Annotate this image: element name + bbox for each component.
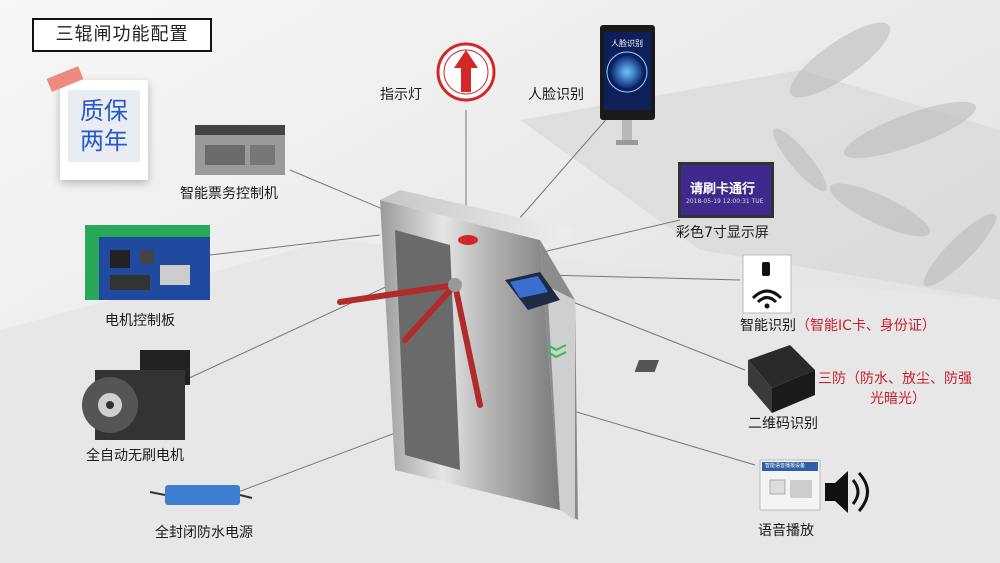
display-screen-text: 请刷卡通行 bbox=[690, 182, 756, 197]
page-title: 三辊闸功能配置 bbox=[32, 18, 212, 52]
color-display bbox=[678, 162, 774, 218]
warranty-text: 质保 两年 bbox=[68, 90, 140, 162]
label-three-proof-1: 三防（防水、放尘、防强 bbox=[818, 371, 972, 387]
voice-box-label: 智能语音播报设备 bbox=[765, 463, 806, 469]
label-motor: 全自动无刷电机 bbox=[86, 448, 184, 464]
speaker-icon bbox=[825, 471, 869, 513]
face-terminal bbox=[600, 25, 655, 145]
smart-id-note: （智能IC卡、身份证） bbox=[796, 318, 936, 334]
label-color-display: 彩色7寸显示屏 bbox=[676, 225, 769, 241]
smart-id-reader bbox=[742, 254, 792, 314]
warranty-note: 质保 两年 bbox=[60, 80, 148, 180]
label-indicator: 指示灯 bbox=[380, 87, 422, 103]
qr-reader bbox=[634, 345, 815, 413]
power-supply bbox=[149, 485, 253, 505]
label-qr-reader: 二维码识别 bbox=[748, 416, 818, 432]
label-three-proof-2: 光暗光） bbox=[870, 391, 926, 407]
label-power-supply: 全封闭防水电源 bbox=[155, 525, 253, 541]
motor-control-board bbox=[85, 225, 210, 300]
voice-module bbox=[759, 459, 821, 511]
indicator-icon bbox=[436, 42, 496, 102]
smart-id-text: 智能识别 bbox=[740, 318, 796, 334]
indicator-light-dot bbox=[458, 235, 478, 245]
face-screen-text: 人脸识别 bbox=[611, 39, 643, 48]
brushless-motor bbox=[82, 350, 190, 440]
label-smart-id: 智能识别（智能IC卡、身份证） bbox=[740, 315, 936, 335]
leader-lines bbox=[184, 110, 756, 496]
display-screen-date: 2018-05-19 12:00:31 TUE bbox=[686, 198, 764, 205]
leaf-shadow bbox=[773, 22, 997, 287]
ticket-controller bbox=[195, 125, 285, 175]
label-ticket-controller: 智能票务控制机 bbox=[180, 186, 278, 202]
label-voice: 语音播放 bbox=[758, 523, 814, 539]
warranty-line-1: 质保 bbox=[80, 97, 128, 125]
turnstile bbox=[337, 190, 578, 520]
warranty-line-2: 两年 bbox=[80, 127, 128, 155]
label-motor-board: 电机控制板 bbox=[105, 313, 175, 329]
label-face-recognition: 人脸识别 bbox=[528, 87, 584, 103]
